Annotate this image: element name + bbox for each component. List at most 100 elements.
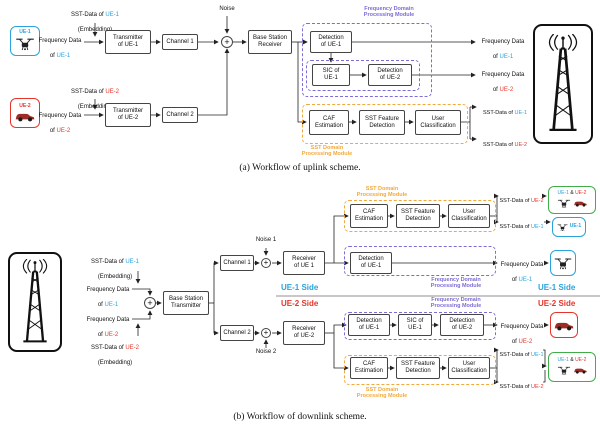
channel2-box-a: Channel 2: [162, 107, 198, 123]
wire: [494, 216, 499, 225]
device-ue1-and-ue2-b1: UE-1 & UE-2: [548, 186, 596, 214]
detection-ue1-box-a: Detection of UE-1: [310, 31, 352, 53]
tower-icon: [15, 259, 55, 345]
plus-sign: +: [147, 297, 153, 308]
label-sst-data-ue1-embedding-b: SST-Data of UE-1 (Embedding): [90, 259, 140, 280]
wire: [132, 310, 153, 320]
transmitter-ue1-box: Transmitter of UE-1: [105, 30, 151, 54]
adder-a: +: [221, 36, 233, 48]
user-classification-box-b2: User Classification: [448, 357, 490, 379]
label-frequency-data-ue1-out-b1: Frequency Data of UE-1: [500, 262, 544, 283]
plus-sign: +: [263, 328, 269, 337]
freq-domain-module-label-a: Frequency Domain Processing Module: [363, 6, 415, 19]
caf-estimation-box-b1: CAF Estimation: [350, 204, 388, 228]
car-icon: [553, 319, 575, 331]
car-icon: [573, 366, 588, 374]
channel1-box-a: Channel 1: [162, 34, 198, 50]
caption-uplink: (a) Workflow of uplink scheme.: [239, 163, 361, 173]
device-ue2-label: UE-2: [19, 102, 31, 109]
caf-estimation-box-b2: CAF Estimation: [350, 357, 388, 379]
label-frequency-data-ue2-a: Frequency Data of UE-2: [38, 113, 82, 134]
receiver-ue1-box: Receiver of UE 1: [283, 251, 325, 275]
adder-b: +: [144, 297, 156, 309]
device-ue1: UE-1: [10, 26, 40, 56]
car-icon: [573, 199, 588, 207]
car-icon: [14, 110, 36, 122]
drone-icon: [557, 198, 571, 209]
device-ue1-badge-label: UE-1: [569, 223, 582, 230]
detection-ue2-box-a: Detection of UE-2: [368, 64, 412, 86]
label-sst-data-ue2-embedding-b: SST-Data of UE-2 (Embedding): [90, 345, 140, 366]
wire: [198, 48, 230, 116]
adder-noise2-b: +: [261, 328, 271, 338]
tower-icon: [540, 34, 586, 134]
device-ue2: UE-2: [10, 98, 40, 128]
detection-ue1-box-b2: Detection of UE-1: [348, 314, 390, 336]
wire: [213, 303, 219, 336]
label-frequency-data-ue1-out-a: Frequency Data of UE-1: [481, 39, 525, 60]
base-station-transmitter-box: Base Station Transmitter: [163, 291, 209, 315]
sic-ue1-box-a: SIC of UE-1: [312, 64, 350, 86]
label-frequency-data-ue1-a: Frequency Data of UE-1: [38, 38, 82, 59]
device-ue1-and-ue2-b2: UE-1 & UE-2: [548, 352, 596, 382]
label-frequency-data-ue1-b: Frequency Data of UE-1: [86, 287, 130, 308]
base-station-device-a: [533, 24, 593, 144]
wire: [494, 193, 499, 216]
wire: [494, 347, 499, 368]
drone-icon: [557, 365, 571, 376]
device-ue1-and-ue2-label: UE-1 & UE-2: [557, 190, 587, 197]
label-frequency-data-ue2-b: Frequency Data of UE-2: [86, 317, 130, 338]
device-ue1-label: UE-1: [19, 28, 31, 35]
device-ue1-badge-b1: UE-1: [552, 217, 586, 237]
wire: [494, 368, 499, 385]
user-classification-box-b1: User Classification: [448, 204, 490, 228]
label-noise1-b: Noise 1: [255, 237, 277, 243]
caf-estimation-box-a: CAF Estimation: [309, 110, 349, 135]
detection-ue2-box-b2: Detection of UE-2: [440, 314, 484, 336]
label-sst-data-ue2-out-b1: SST-Data of UE-2: [499, 197, 544, 204]
sst-domain-module-label-b1: SST Domain Processing Module: [356, 186, 408, 199]
base-station-device-b: [8, 252, 62, 352]
side-divider: [276, 294, 600, 297]
sic-ue1-box-b2: SIC of UE-1: [398, 314, 432, 336]
sst-feature-detection-box-b1: SST Feature Detection: [396, 204, 440, 228]
user-classification-box-a: User Classification: [415, 110, 461, 135]
adder-noise1-b: +: [261, 258, 271, 268]
caption-downlink: (b) Workflow of downlink scheme.: [233, 412, 367, 422]
label-sst-data-ue2-out-a: SST-Data of UE-2: [482, 141, 528, 148]
label-sst-data-ue1-out-a: SST-Data of UE-1: [482, 109, 528, 116]
detection-ue1-box-b1: Detection of UE-1: [350, 252, 392, 274]
wire: [213, 260, 219, 303]
device-ue1-and-ue2-label: UE-1 & UE-2: [557, 357, 587, 364]
channel1-box-b: Channel 1: [220, 255, 254, 271]
sst-domain-module-label-a: SST Domain Processing Module: [301, 145, 353, 158]
sst-feature-detection-box-b2: SST Feature Detection: [396, 357, 440, 379]
channel2-box-b: Channel 2: [220, 325, 254, 341]
transmitter-ue2-box: Transmitter of UE-2: [105, 103, 151, 127]
device-ue2-b2: [550, 312, 578, 338]
ue1-side-label-left: UE-1 Side: [281, 283, 319, 292]
freq-domain-module-label-b1: Frequency Domain Processing Module: [430, 277, 482, 290]
label-frequency-data-ue2-out-a: Frequency Data of UE-2: [481, 72, 525, 93]
plus-sign: +: [263, 258, 269, 267]
device-ue1-b1: [550, 250, 576, 276]
receiver-ue2-box: Receiver of UE-2: [283, 321, 325, 345]
sst-feature-detection-box-a: SST Feature Detection: [359, 110, 405, 135]
wire: [132, 288, 153, 296]
label-frequency-data-ue2-out-b2: Frequency Data of UE-2: [500, 324, 544, 345]
label-sst-data-ue2-out-b2: SST-Data of UE-2: [499, 383, 544, 390]
drone-icon: [15, 36, 35, 52]
label-sst-data-ue1-out-b1: SST-Data of UE-1: [499, 223, 544, 230]
drone-icon: [557, 223, 568, 232]
plus-sign: +: [224, 36, 230, 47]
sic-inner-module-a: [306, 60, 420, 91]
sst-domain-module-label-b2: SST Domain Processing Module: [356, 387, 408, 400]
drone-icon: [554, 256, 572, 271]
ue2-side-label-left: UE-2 Side: [281, 299, 319, 308]
freq-domain-module-label-b2: Frequency Domain Processing Module: [430, 297, 482, 310]
label-sst-data-ue1-out-b2: SST-Data of UE-1: [499, 351, 544, 358]
label-noise-a: Noise: [219, 6, 235, 12]
base-station-receiver-box: Base Station Receiver: [248, 30, 292, 54]
ue1-side-label-right: UE-1 Side: [538, 283, 576, 292]
